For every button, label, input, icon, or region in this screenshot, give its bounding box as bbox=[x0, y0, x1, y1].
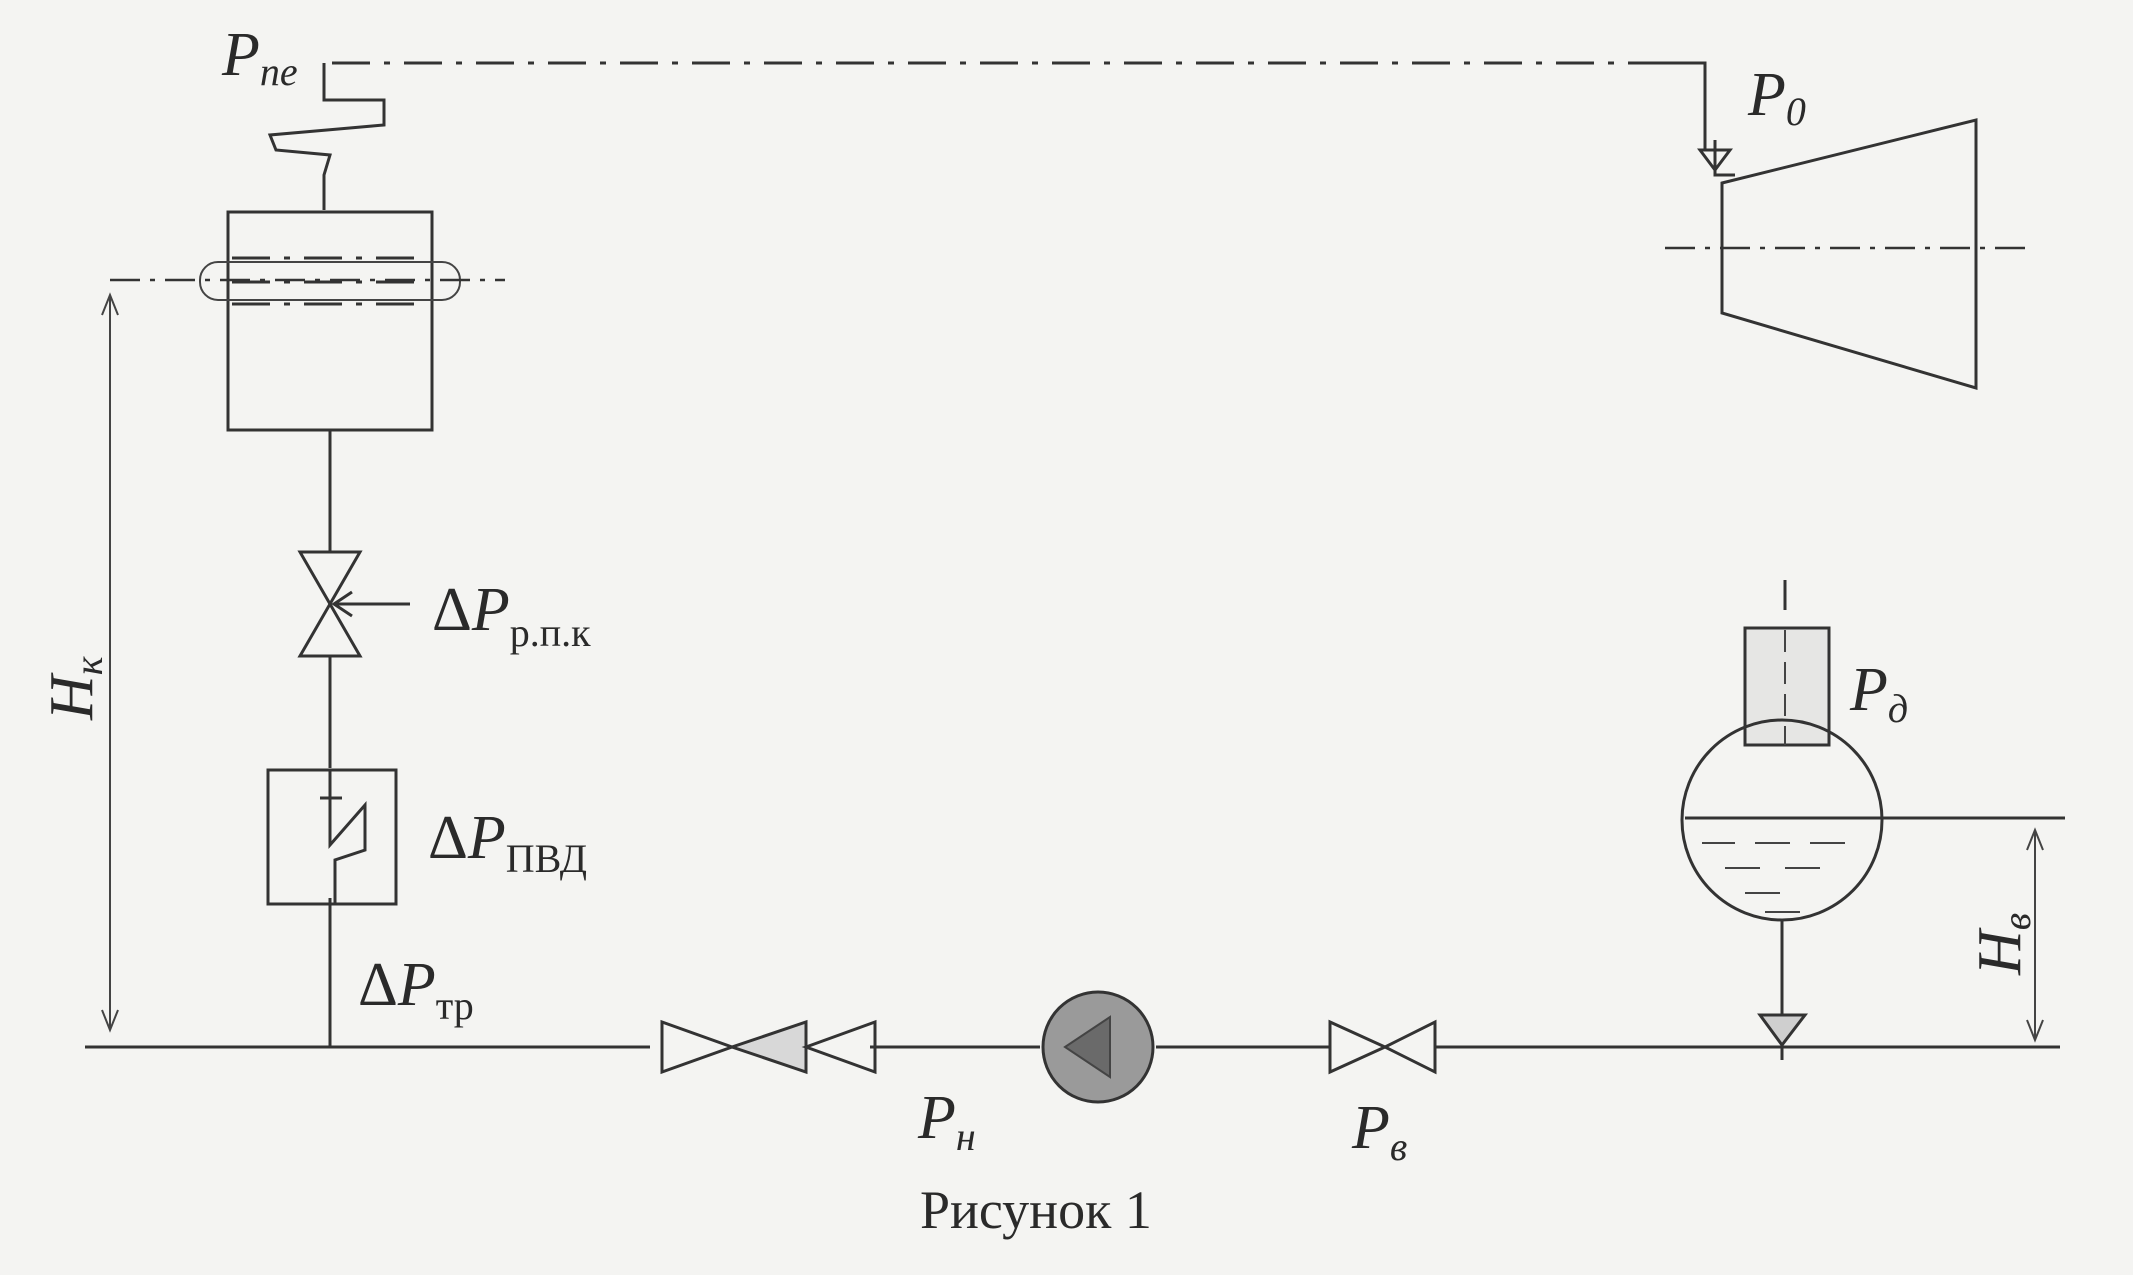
main-steam-line bbox=[332, 61, 1707, 150]
superheater bbox=[267, 63, 386, 210]
figure-caption: Рисунок 1 bbox=[920, 1180, 1152, 1240]
hk-dimension bbox=[101, 292, 119, 1033]
label-dp-pvd: ΔPПВД bbox=[428, 804, 587, 881]
label-dp-tr: ΔPтр bbox=[358, 951, 474, 1028]
label-p-0: P0 bbox=[1747, 61, 1806, 134]
label-h-v: Hв bbox=[1966, 913, 2039, 976]
label-p-v: Pв bbox=[1351, 1094, 1407, 1169]
discharge-valves bbox=[660, 1019, 877, 1075]
hp-heater bbox=[266, 768, 398, 906]
feed-pump bbox=[1041, 990, 1155, 1104]
turbine bbox=[1665, 118, 2035, 391]
deaerator bbox=[1680, 580, 2065, 1060]
label-p-d: Pд bbox=[1849, 656, 1908, 731]
turbine-inlet-arrow bbox=[1697, 140, 1735, 177]
boiler-drum bbox=[110, 210, 505, 432]
label-p-pe: Pпе bbox=[221, 21, 298, 94]
label-h-k: Hк bbox=[38, 656, 111, 721]
suction-valve bbox=[1328, 1019, 1437, 1075]
label-p-n: Pн bbox=[917, 1084, 976, 1159]
label-dp-rpk: ΔPр.п.к bbox=[432, 576, 591, 655]
hv-dimension bbox=[2026, 827, 2044, 1043]
feed-regulator-valve bbox=[297, 550, 410, 658]
